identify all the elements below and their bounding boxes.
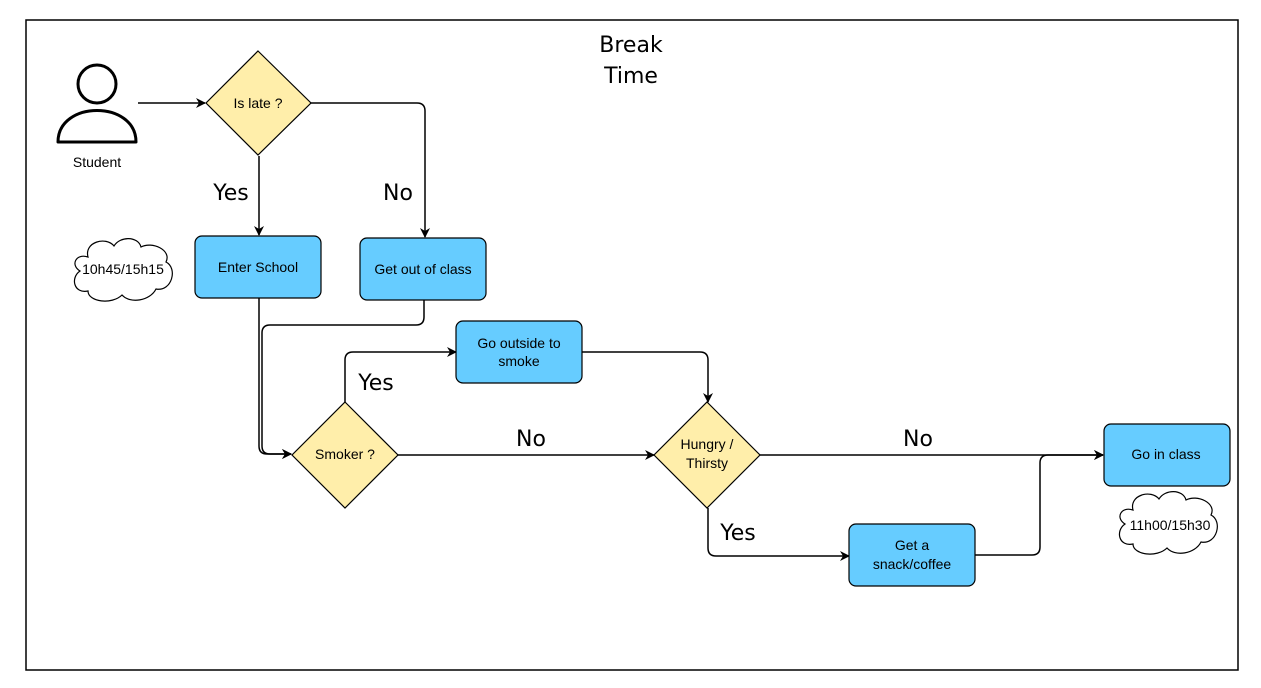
process-get-snack	[848, 523, 976, 587]
process-enter-school	[194, 235, 322, 299]
student-icon	[56, 63, 138, 144]
decision-hungry-label-line2: Thirsty	[686, 455, 728, 471]
process-get-snack-label-line2: snack/coffee	[873, 556, 952, 572]
decision-smoker	[291, 401, 399, 509]
edge-label-late-yes: Yes	[212, 181, 249, 206]
decision-is-late-label: Is late ?	[233, 95, 282, 111]
note-end-time: 11h00/15h30	[1130, 517, 1211, 533]
diagram-title-line2: Time	[603, 64, 658, 89]
note-start-time: 10h45/15h15	[82, 261, 164, 277]
edge-snack-to-class	[975, 450, 1104, 556]
process-go-outside-label-line2: smoke	[498, 353, 539, 369]
process-go-in-class	[1103, 423, 1231, 487]
process-go-in-class-label: Go in class	[1131, 446, 1200, 462]
edges	[138, 98, 1104, 561]
student-label: Student	[73, 154, 121, 170]
edge-smoker-yes	[344, 347, 457, 402]
note-cloud-start	[73, 238, 173, 302]
edge-label-hungry-yes: Yes	[719, 521, 756, 546]
decision-hungry-thirsty	[653, 401, 761, 509]
decision-is-late	[205, 50, 312, 156]
decision-smoker-label: Smoker ?	[315, 446, 375, 462]
note-cloud-end	[1118, 491, 1218, 555]
process-go-outside-to-smoke	[455, 320, 583, 384]
process-get-out-of-class	[359, 237, 487, 301]
process-get-out-of-class-label: Get out of class	[374, 261, 471, 277]
edge-get-out-to-smoker	[261, 300, 425, 459]
edge-is-late-no	[311, 102, 430, 238]
edge-hungry-yes	[707, 508, 850, 561]
process-enter-school-label: Enter School	[218, 259, 298, 275]
process-get-snack-label-line1: Get a	[895, 537, 929, 553]
edge-label-smoker-yes: Yes	[357, 371, 394, 396]
diagram-frame	[25, 19, 1239, 671]
process-go-outside-label-line1: Go outside to	[477, 335, 560, 351]
decision-hungry-label-line1: Hungry /	[681, 436, 734, 452]
edge-go-outside-to-hungry	[582, 351, 713, 403]
edge-label-late-no: No	[383, 181, 413, 206]
edge-label-smoker-no: No	[516, 427, 546, 452]
edge-label-hungry-no: No	[903, 427, 933, 452]
diagram-title-line1: Break	[599, 33, 663, 58]
